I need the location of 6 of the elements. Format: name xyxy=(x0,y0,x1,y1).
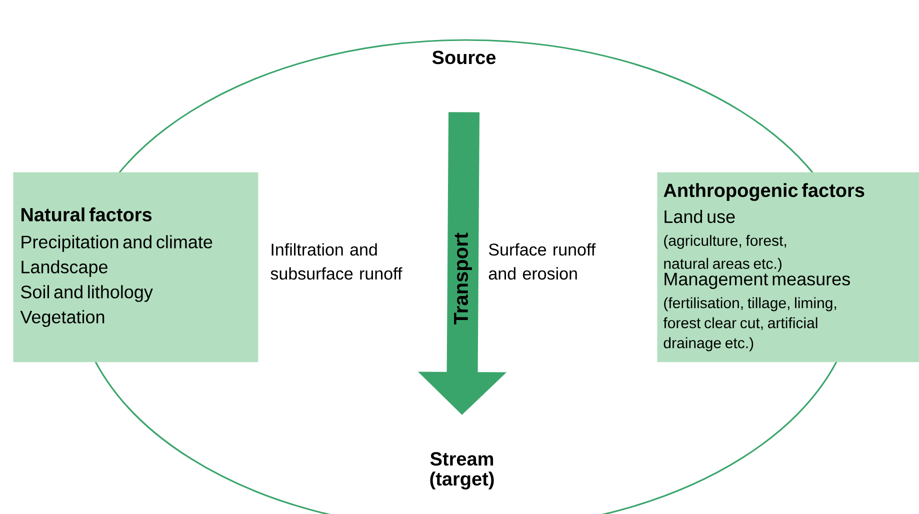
source-label: Source xyxy=(432,50,496,64)
stream-label: Stream (target) xyxy=(430,452,494,490)
factor-box: Anthropogenic factors Land use (agriculture, forest, natural areas etc.) Management measures (fertilisation, tillage, liming, forest clear cut, artificial drainage etc.) xyxy=(657,172,919,362)
factor-box: Natural factors Precipitation and climate Landscape Soil and lithology Vegetation xyxy=(13,172,258,362)
flow-label: Surface runoff and erosion xyxy=(488,243,596,280)
edge-label: Transport xyxy=(454,232,472,324)
